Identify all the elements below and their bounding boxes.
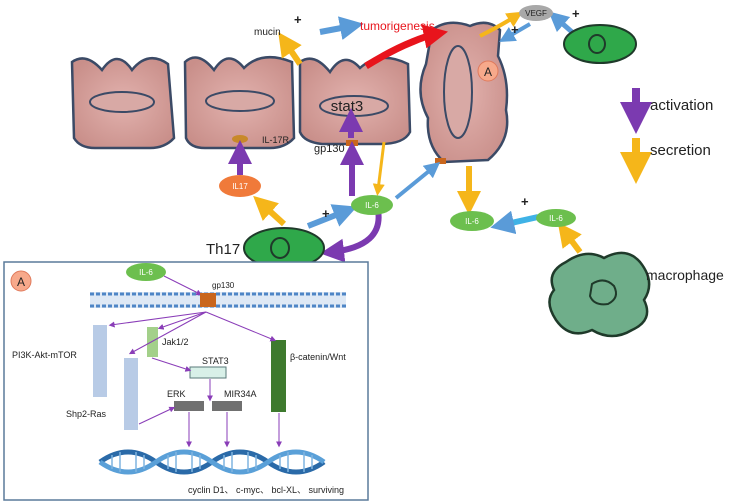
- inset-il6-molecule: IL-6: [126, 263, 166, 281]
- macrophage-label: macrophage: [646, 267, 724, 283]
- plus-sign-th17: +: [322, 206, 330, 221]
- il6-molecule-center: IL-6: [351, 195, 393, 215]
- plus-sign-mucin: +: [294, 12, 302, 27]
- secretion-arrow-cell-il6: [372, 141, 386, 196]
- arrow-gp130-shp2: [128, 311, 207, 355]
- wnt-label: β-catenin/Wnt: [290, 352, 346, 362]
- gp130-label: gp130: [314, 143, 345, 155]
- secretion-arrow-th17-il17: [253, 195, 287, 227]
- jak-label: Jak1/2: [162, 337, 189, 347]
- endothelial-cell: [563, 24, 637, 64]
- th17-cell: [243, 227, 325, 269]
- mir34a-label: MIR34A: [224, 389, 257, 399]
- activation-arrow-th17: [320, 209, 382, 263]
- arrow-gp130-wnt: [205, 311, 277, 342]
- inset-il6-arrow: [163, 275, 203, 296]
- il6-molecule-right-1: IL-6: [450, 211, 494, 231]
- svg-text:VEGF: VEGF: [525, 9, 547, 18]
- inset-gp130-receptor: [200, 293, 216, 307]
- signal-arrow-cell-vegf: [548, 11, 574, 34]
- gp130-receptor: [346, 140, 358, 146]
- shp2-label: Shp2-Ras: [66, 409, 107, 419]
- jak-bar: [147, 327, 158, 357]
- stat3-bar: [189, 366, 227, 379]
- stat3-inset-label: STAT3: [202, 356, 229, 366]
- arrow-shp2-erk: [138, 406, 176, 425]
- signal-arrow-vegf-tumor: [499, 22, 532, 43]
- secretion-arrow-vegf: [479, 11, 523, 38]
- il17-molecule: IL17: [219, 175, 261, 197]
- plus-sign-vegf-tumor: +: [511, 22, 519, 37]
- pi3k-bar: [93, 325, 107, 397]
- stat3-label: stat3: [331, 98, 364, 115]
- arrow-gp130-jak: [157, 311, 207, 330]
- signal-arrow-il6-tumor: [394, 161, 441, 200]
- secretion-arrow-macrophage: [557, 222, 583, 254]
- th17-label: Th17: [206, 241, 240, 258]
- dna-helix: [98, 449, 326, 475]
- inset-panel: A IL-6 gp130: [3, 261, 369, 501]
- svg-text:IL-6: IL-6: [549, 214, 563, 223]
- vegf-molecule: VEGF: [519, 5, 553, 21]
- legend-activation-label: activation: [650, 97, 713, 114]
- arrow-gp130-pi3k: [108, 311, 207, 328]
- shp2-bar: [124, 358, 138, 430]
- epithelial-cell-2: [183, 55, 296, 150]
- cell-membrane: [90, 292, 346, 308]
- arrow-jak-stat3: [151, 357, 192, 372]
- legend: activation secretion: [620, 88, 713, 184]
- svg-text:A: A: [484, 65, 492, 79]
- tumor-gp130-receptor: [435, 158, 446, 164]
- svg-text:IL17: IL17: [232, 182, 248, 191]
- il17r-receptor: [232, 135, 248, 143]
- tumorigenesis-label: tumorigenesis: [360, 19, 435, 33]
- plus-sign-il6: +: [521, 194, 529, 209]
- inset-badge: A: [10, 270, 32, 292]
- legend-secretion-label: secretion: [650, 142, 711, 159]
- il6-molecule-right-2: IL-6: [536, 209, 576, 227]
- inset-gp130-label: gp130: [212, 281, 235, 290]
- tumor-cell: [419, 21, 509, 164]
- erk-bar: [174, 401, 204, 411]
- plus-sign-vegf-cell: +: [572, 6, 580, 21]
- secretion-arrow-mucin: [278, 32, 303, 66]
- epithelial-cell-1: [70, 57, 176, 150]
- tumor-cell-badge: A: [477, 60, 499, 82]
- mir34a-bar: [212, 401, 242, 411]
- il17r-label: IL-17R: [262, 135, 290, 145]
- signal-arrow-th17-il6: [306, 204, 358, 229]
- mucin-label: mucin: [254, 27, 281, 38]
- svg-text:IL-6: IL-6: [465, 217, 479, 226]
- macrophage-cell: [548, 251, 651, 338]
- tumorigenesis-arrow: [364, 24, 449, 69]
- wnt-bar: [271, 340, 286, 412]
- svg-text:A: A: [17, 275, 25, 289]
- signal-arrow-il6-il6: [490, 210, 539, 235]
- erk-label: ERK: [167, 389, 186, 399]
- svg-text:IL-6: IL-6: [365, 201, 379, 210]
- svg-text:IL-6: IL-6: [139, 268, 153, 277]
- target-genes-label: cyclin D1、 c-myc、 bcl-XL、 surviving: [188, 485, 344, 495]
- signal-arrow-mucin-tumorigenesis: [319, 16, 364, 41]
- pi3k-label: PI3K-Akt-mTOR: [12, 350, 77, 360]
